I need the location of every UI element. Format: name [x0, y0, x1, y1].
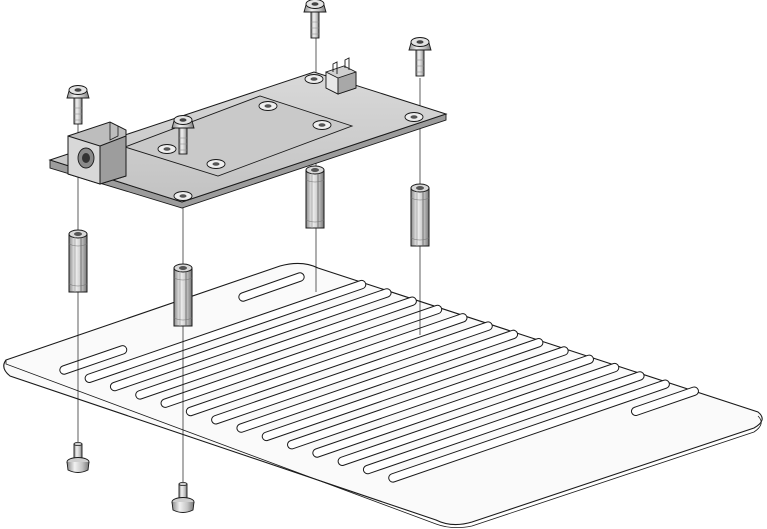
- screw-top-right: [408, 37, 432, 77]
- plate-slot: [135, 296, 417, 400]
- plate-slot: [287, 346, 569, 450]
- dc-power-jack: [67, 121, 127, 185]
- standoff-right: [410, 183, 430, 247]
- plate-slot: [211, 321, 493, 425]
- plate-slots: [59, 272, 699, 483]
- plate-slot: [337, 362, 620, 466]
- screw-top-left: [66, 85, 90, 125]
- standoff-rear: [305, 165, 325, 229]
- plate-slot: [312, 354, 594, 458]
- plate-slot: [109, 288, 392, 392]
- plate-slot: [236, 329, 519, 433]
- standoff-left: [68, 229, 88, 293]
- plate-slot: [362, 371, 645, 475]
- pin-header-connector: [325, 57, 357, 95]
- plate-slot: [185, 313, 468, 417]
- plate-slot: [238, 272, 305, 302]
- circuit-board: [48, 71, 448, 209]
- plate-slot: [261, 338, 544, 442]
- plate-slot: [388, 379, 670, 483]
- plate-slot: [160, 304, 443, 408]
- plate-slot: [59, 345, 128, 375]
- base-plate: [3, 262, 763, 528]
- plate-slot: [84, 279, 367, 383]
- plate-slot: [631, 386, 699, 417]
- standoff-front: [173, 263, 193, 327]
- screw-bottom-front: [171, 481, 195, 513]
- screw-bottom-left: [66, 441, 90, 473]
- screw-top-rear: [303, 0, 327, 39]
